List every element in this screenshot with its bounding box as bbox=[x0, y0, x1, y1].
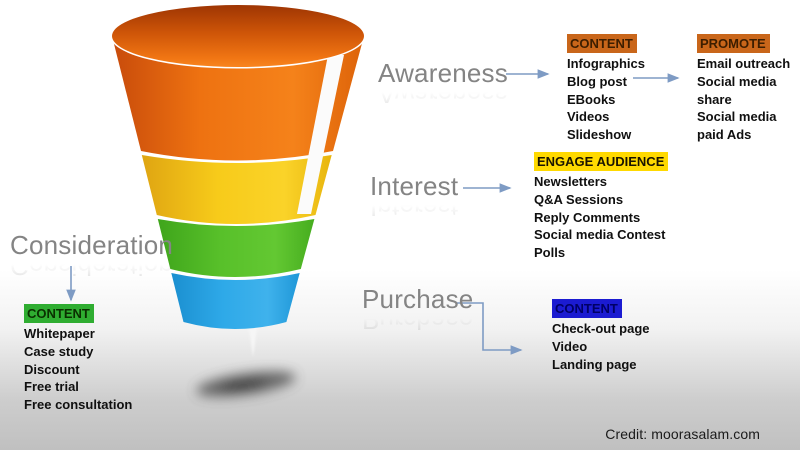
credit-text: Credit: moorasalam.com bbox=[605, 426, 760, 442]
list-item: EBooks bbox=[567, 91, 616, 107]
list-item: Social media bbox=[697, 73, 777, 89]
list-item: Check-out page bbox=[552, 321, 650, 336]
funnel-highlight-stripe bbox=[297, 55, 344, 214]
funnel-drip bbox=[248, 321, 258, 357]
list-item: Video bbox=[552, 338, 588, 354]
stage-label-reflection: Consideration bbox=[10, 251, 174, 281]
panel-header: PROMOTE bbox=[697, 34, 770, 53]
stage-label-text: Purchase bbox=[362, 284, 474, 314]
stage-label-text: Consideration bbox=[10, 230, 174, 260]
list-item: Landing page bbox=[552, 356, 637, 372]
funnel-band-purchase bbox=[171, 273, 300, 329]
panel-header: CONTENT bbox=[552, 299, 622, 318]
stage-label-reflection: Purchase bbox=[362, 305, 474, 335]
list-item: Q&A Sessions bbox=[534, 191, 624, 207]
list-item: Free consultation bbox=[24, 397, 133, 413]
list-item: Case study bbox=[24, 343, 94, 359]
stage-label-text: Awareness bbox=[378, 58, 508, 88]
list-item: Videos bbox=[567, 109, 610, 125]
list-item: share bbox=[697, 91, 732, 107]
list-item: Social media bbox=[697, 109, 777, 125]
list-item: Social media Contest bbox=[534, 227, 666, 243]
funnel-shadow bbox=[196, 371, 296, 397]
panel-header: ENGAGE AUDIENCE bbox=[534, 152, 669, 171]
stage-label-reflection: Awareness bbox=[378, 79, 508, 109]
list-item: Discount bbox=[24, 361, 80, 377]
list-item: Polls bbox=[534, 245, 566, 261]
list-item: Infographics bbox=[567, 56, 646, 71]
stage-label-text: Interest bbox=[370, 171, 459, 201]
list-item: paid Ads bbox=[697, 127, 752, 143]
list-item: Slideshow bbox=[567, 127, 632, 143]
funnel-top-ellipse bbox=[112, 5, 364, 67]
panel-header: CONTENT bbox=[24, 304, 94, 323]
list-item: Whitepaper bbox=[24, 326, 95, 341]
funnel-band-consideration bbox=[157, 219, 315, 277]
list-item: Free trial bbox=[24, 379, 79, 395]
list-item: Newsletters bbox=[534, 174, 607, 189]
list-item: Email outreach bbox=[697, 56, 791, 71]
list-item: Blog post bbox=[567, 73, 627, 89]
list-item: Reply Comments bbox=[534, 209, 641, 225]
stage-label-awareness: Awareness Awareness bbox=[378, 58, 508, 109]
stage-label-interest: Interest Interest bbox=[370, 171, 458, 222]
funnel-band-interest bbox=[141, 155, 332, 224]
stage-label-purchase: Purchase Purchase bbox=[362, 284, 473, 335]
funnel-band-awareness bbox=[112, 36, 364, 161]
stage-label-consideration: Consideration Consideration bbox=[10, 230, 173, 281]
stage-label-reflection: Interest bbox=[370, 192, 459, 222]
purchase-arrow bbox=[457, 302, 523, 355]
panel-header: CONTENT bbox=[567, 34, 637, 53]
